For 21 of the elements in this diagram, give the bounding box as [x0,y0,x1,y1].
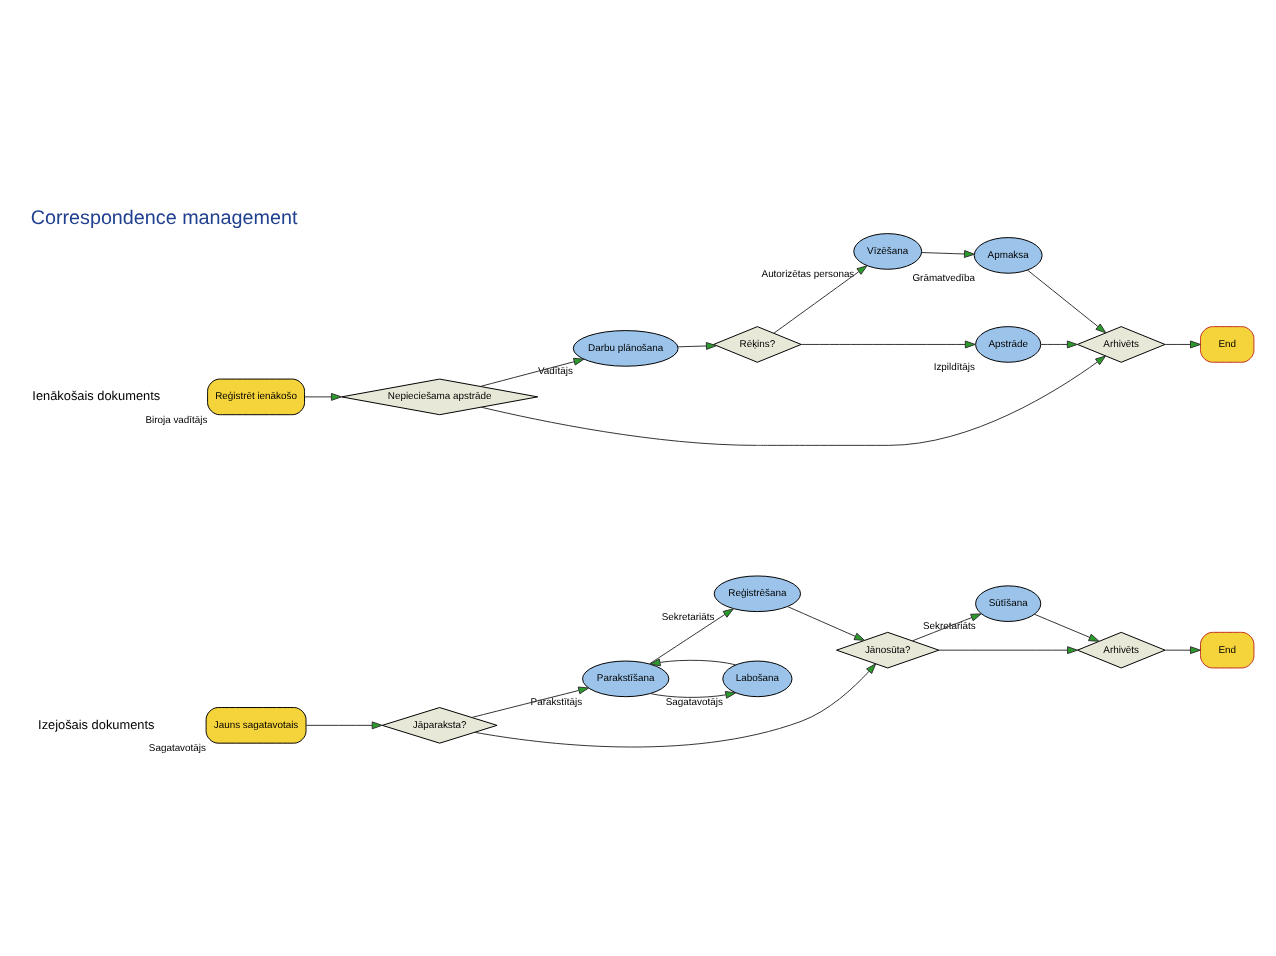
arrow [649,689,737,698]
arrow [773,264,868,333]
arrow [474,662,877,747]
arrow [1034,612,1100,641]
arrow [1027,268,1107,333]
arrow [480,354,1106,445]
arrow [305,720,383,729]
arrow [480,356,585,386]
arrow [800,339,976,348]
arrow [1164,645,1201,654]
arrow [921,249,975,257]
arrow [649,607,734,664]
arrow [677,341,717,349]
arrow [471,685,590,717]
arrow [938,645,1078,654]
arrow [304,391,342,400]
arrow [1040,339,1078,348]
arrow [787,605,865,640]
diagram-title: Correspondence management [30,206,298,229]
arrow [1164,339,1201,348]
arrow [649,657,737,666]
